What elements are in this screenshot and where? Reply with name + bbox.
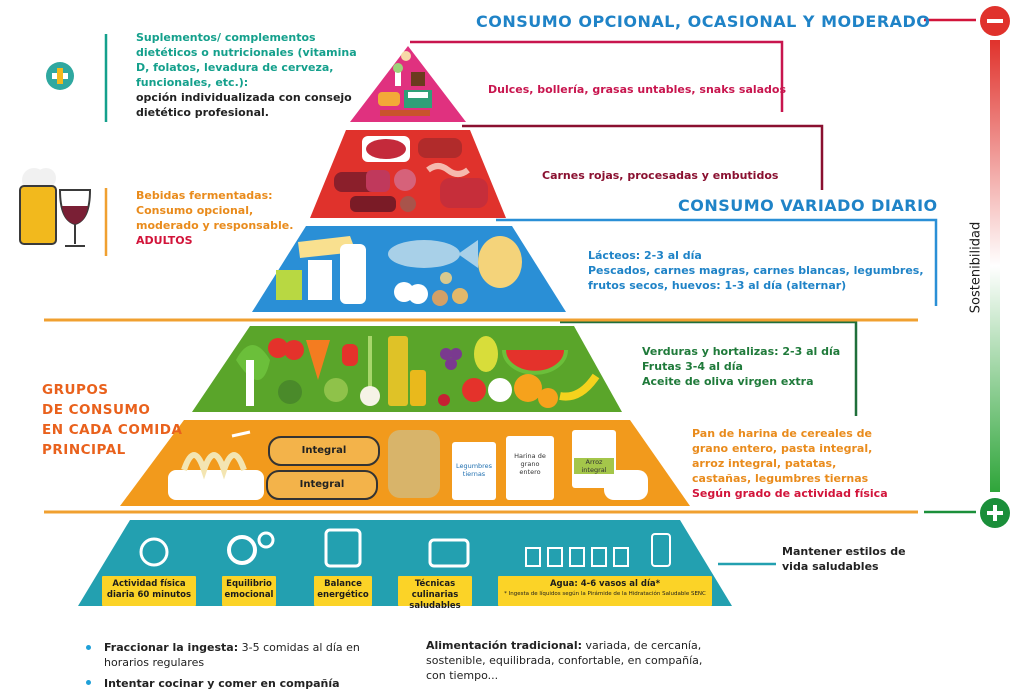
bullet-item: Fraccionar la ingesta: 3-5 comidas al dí…: [104, 640, 394, 670]
fermented-text: Bebidas fermentadas: Consumo opcional, m…: [136, 188, 293, 248]
bread-label: Integral: [301, 445, 347, 456]
sustainability-label: Sostenibilidad: [968, 221, 984, 314]
cooking-box: Técnicas culinarias saludables: [398, 576, 472, 611]
fermented-line: Consumo opcional,: [136, 204, 254, 217]
sweets-icons: [378, 51, 432, 116]
activity-note: Según grado de actividad física: [692, 487, 888, 500]
bullet-bold: Fraccionar la ingesta:: [104, 641, 239, 654]
sustainability-gradient-bar: [990, 40, 1000, 492]
main-groups-heading: GRUPOS DE CONSUMO EN CADA COMIDA PRINCIP…: [42, 380, 182, 460]
bread-loaf: Integral: [266, 470, 378, 500]
veg-text: Verduras y hortalizas: 2-3 al día Frutas…: [642, 344, 840, 389]
cereals-line: grano entero, pasta integral,: [692, 442, 873, 455]
bullet-dot: [86, 680, 91, 685]
sweets-connector-line: [410, 40, 784, 112]
protein-line: frutos secos, huevos: 1-3 al día (altern…: [588, 279, 847, 292]
traditional-body: variada, de cercanía, sostenible, equili…: [426, 639, 703, 682]
supplements-line: dietéticos o nutricionales (vitamina: [136, 46, 357, 59]
bread-loaf: Integral: [268, 436, 380, 466]
veg-line: Frutas 3-4 al día: [642, 360, 743, 373]
main-groups-line: GRUPOS: [42, 382, 109, 398]
activity-box: Actividad física diaria 60 minutos: [102, 576, 196, 606]
beer-wine-icon: [19, 168, 92, 247]
supplements-line: funcionales, etc.):: [136, 76, 249, 89]
supplements-advice: opción individualizada con consejo: [136, 91, 352, 104]
protein-connector-line: [496, 218, 938, 306]
minus-icon: [980, 6, 1010, 36]
meats-connector-line: [462, 124, 824, 190]
protein-line: Lácteos: 2-3 al día: [588, 249, 702, 262]
meats-text: Carnes rojas, procesadas y embutidos: [542, 169, 779, 182]
bullet-item: Intentar cocinar y comer en compañía: [104, 676, 394, 691]
energy-box: Balance energético: [314, 576, 372, 606]
lifestyle-line: vida saludables: [782, 560, 879, 573]
fermented-line: Bebidas fermentadas:: [136, 189, 273, 202]
veg-connector-line: [560, 320, 858, 416]
sweets-text: Dulces, bollería, grasas untables, snaks…: [488, 83, 787, 96]
traditional-text: Alimentación tradicional: variada, de ce…: [426, 638, 706, 683]
base-icons: [139, 528, 671, 568]
supplement-plus-icon: [46, 62, 74, 90]
protein-text: Lácteos: 2-3 al día Pescados, carnes mag…: [588, 248, 924, 293]
lifestyle-line: Mantener estilos de: [782, 545, 906, 558]
supplements-text: Suplementos/ complementos dietéticos o n…: [136, 30, 357, 120]
cereals-line: Pan de harina de cereales de: [692, 427, 872, 440]
meat-icons: [334, 136, 488, 212]
daily-heading: CONSUMO VARIADO DIARIO: [678, 196, 938, 215]
plus-icon: [980, 498, 1010, 528]
veg-line: Aceite de oliva virgen extra: [642, 375, 814, 388]
jar-label: Legumbres tiernas: [455, 462, 493, 478]
traditional-bold: Alimentación tradicional:: [426, 639, 583, 652]
main-groups-line: PRINCIPAL: [42, 442, 126, 458]
supplements-line: D, folatos, levadura de cerveza,: [136, 61, 334, 74]
supplements-line: Suplementos/ complementos: [136, 31, 316, 44]
bread-label: Integral: [299, 479, 345, 490]
protein-icons: [276, 236, 522, 306]
main-groups-line: EN CADA COMIDA: [42, 422, 183, 438]
water-box: Agua: 4-6 vasos al día* * Ingesta de líq…: [498, 576, 712, 606]
supplements-advice: dietético profesional.: [136, 106, 269, 119]
jar-label: Harina de grano entero: [514, 452, 546, 476]
protein-line: Pescados, carnes magras, carnes blancas,…: [588, 264, 924, 277]
main-groups-line: DE CONSUMO: [42, 402, 151, 418]
bullet-text: 3-5 comidas al día en horarios regulares: [104, 641, 360, 669]
cereals-line: arroz integral, patatas,: [692, 457, 837, 470]
optional-heading: CONSUMO OPCIONAL, OCASIONAL Y MODERADO: [476, 12, 931, 31]
lifestyle-text: Mantener estilos de vida saludables: [782, 544, 906, 574]
water-note: * Ingesta de líquidos según la Pirámide …: [504, 591, 706, 597]
veg-icons: [236, 336, 600, 408]
cereals-text: Pan de harina de cereales de grano enter…: [692, 426, 888, 501]
veg-line: Verduras y hortalizas: 2-3 al día: [642, 345, 841, 358]
cereals-line: castañas, legumbres tiernas: [692, 472, 869, 485]
water-label: Agua: 4-6 vasos al día*: [549, 579, 661, 589]
fermented-adults: ADULTOS: [136, 234, 193, 247]
emotional-box: Equilibrio emocional: [222, 576, 276, 606]
bullet-dot: [86, 645, 91, 650]
jar-label: Arroz integral: [574, 458, 614, 474]
fermented-line: moderado y responsable.: [136, 219, 294, 232]
bullet-bold: Intentar cocinar y comer en compañía: [104, 677, 340, 690]
